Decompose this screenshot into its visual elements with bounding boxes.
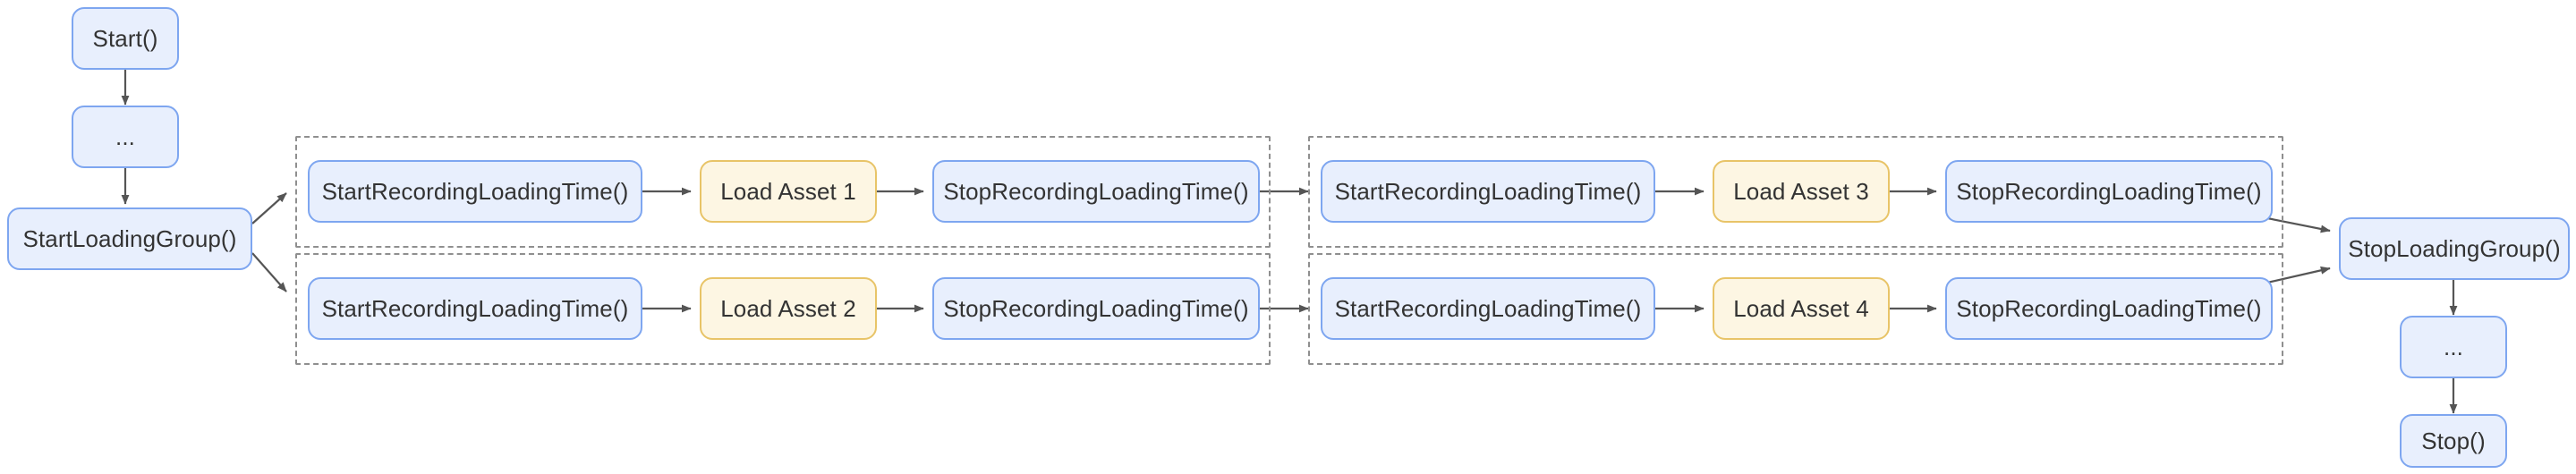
node-g21-stop-recording[interactable]: StopRecordingLoadingTime()	[1945, 160, 2273, 223]
node-g22-stop-recording-label: StopRecordingLoadingTime()	[1956, 294, 2262, 322]
group-box-2-1	[1308, 136, 2283, 248]
node-g21-load-asset[interactable]: Load Asset 3	[1713, 160, 1890, 223]
node-stop-loading-group[interactable]: StopLoadingGroup()	[2339, 217, 2570, 280]
node-ellipsis-right[interactable]: ...	[2400, 316, 2507, 378]
node-g22-stop-recording[interactable]: StopRecordingLoadingTime()	[1945, 277, 2273, 340]
node-g11-load-asset-label: Load Asset 1	[720, 177, 856, 205]
node-g22-load-asset-label: Load Asset 4	[1733, 294, 1869, 322]
edge-startgroup-to-g11	[251, 192, 287, 224]
edge-startgroup-to-g12	[251, 252, 287, 292]
node-g22-start-recording[interactable]: StartRecordingLoadingTime()	[1321, 277, 1655, 340]
node-stop-label: Stop()	[2421, 427, 2486, 454]
node-g12-start-recording[interactable]: StartRecordingLoadingTime()	[308, 277, 642, 340]
node-ellipsis-left[interactable]: ...	[72, 106, 179, 168]
node-g21-stop-recording-label: StopRecordingLoadingTime()	[1956, 177, 2262, 205]
node-ellipsis-right-label: ...	[2444, 333, 2463, 360]
node-g21-load-asset-label: Load Asset 3	[1733, 177, 1869, 205]
node-start-label: Start()	[92, 24, 158, 52]
node-g12-start-recording-label: StartRecordingLoadingTime()	[321, 294, 629, 322]
node-g11-load-asset[interactable]: Load Asset 1	[700, 160, 877, 223]
node-g12-load-asset-label: Load Asset 2	[720, 294, 856, 322]
node-g11-start-recording-label: StartRecordingLoadingTime()	[321, 177, 629, 205]
node-g22-start-recording-label: StartRecordingLoadingTime()	[1334, 294, 1642, 322]
node-g11-stop-recording-label: StopRecordingLoadingTime()	[943, 177, 1249, 205]
node-ellipsis-left-label: ...	[115, 123, 135, 150]
node-stop[interactable]: Stop()	[2400, 414, 2507, 468]
node-g12-stop-recording-label: StopRecordingLoadingTime()	[943, 294, 1249, 322]
node-start-loading-group-label: StartLoadingGroup()	[22, 224, 237, 252]
node-start[interactable]: Start()	[72, 7, 179, 70]
group-box-2-2	[1308, 253, 2283, 365]
node-stop-loading-group-label: StopLoadingGroup()	[2348, 234, 2561, 262]
node-g12-load-asset[interactable]: Load Asset 2	[700, 277, 877, 340]
node-g21-start-recording[interactable]: StartRecordingLoadingTime()	[1321, 160, 1655, 223]
node-g22-load-asset[interactable]: Load Asset 4	[1713, 277, 1890, 340]
node-start-loading-group[interactable]: StartLoadingGroup()	[7, 207, 252, 270]
node-g11-stop-recording[interactable]: StopRecordingLoadingTime()	[932, 160, 1260, 223]
node-g11-start-recording[interactable]: StartRecordingLoadingTime()	[308, 160, 642, 223]
node-g21-start-recording-label: StartRecordingLoadingTime()	[1334, 177, 1642, 205]
node-g12-stop-recording[interactable]: StopRecordingLoadingTime()	[932, 277, 1260, 340]
